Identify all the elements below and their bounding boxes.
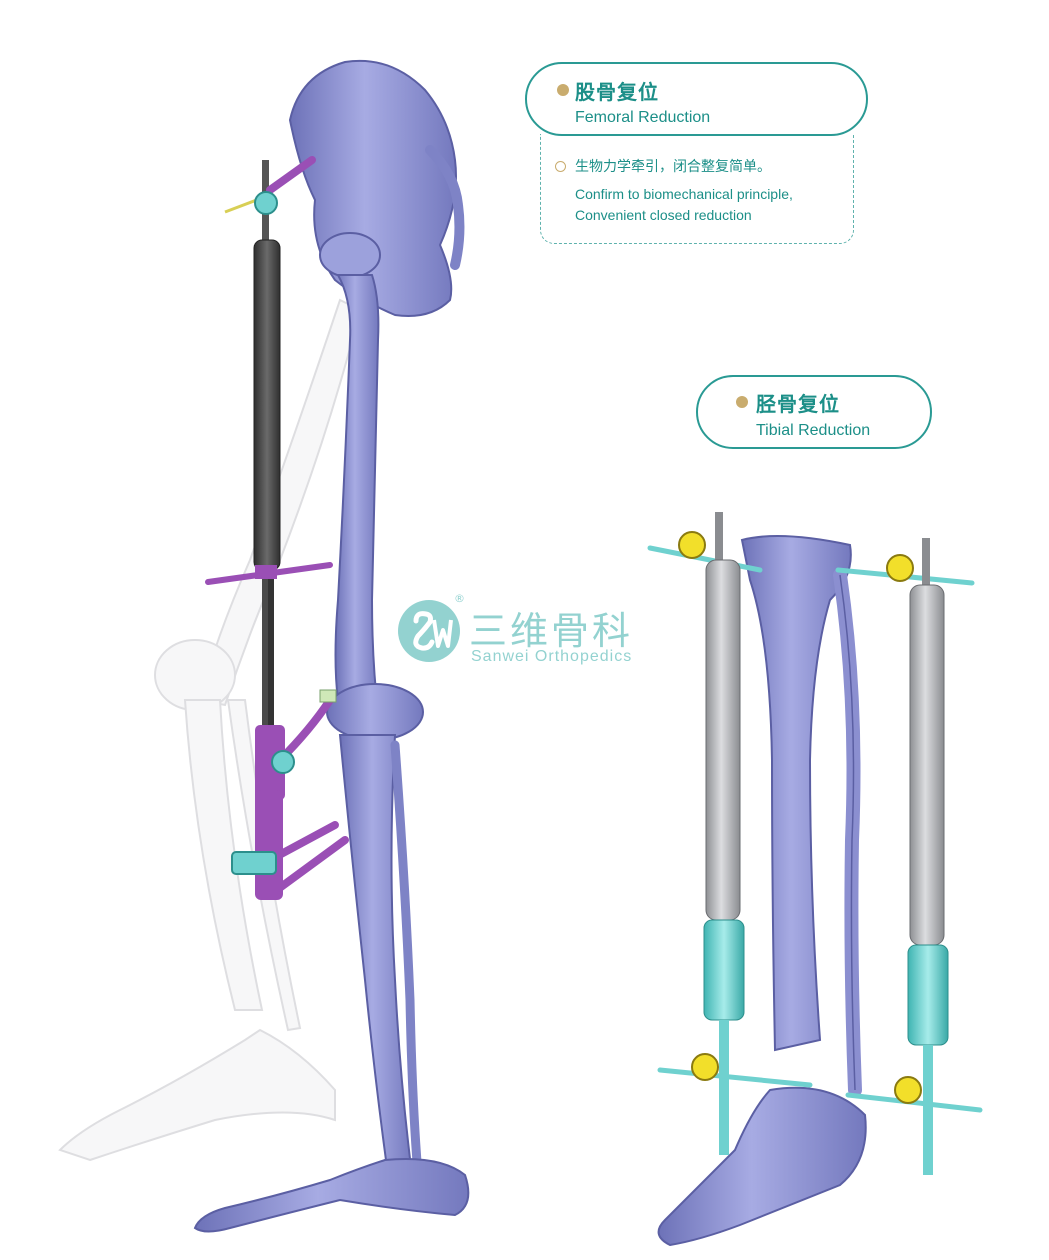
tibial-title-zh: 胫骨复位 xyxy=(756,392,840,416)
tibial-title-en: Tibial Reduction xyxy=(756,422,871,439)
sanwei-logo-icon xyxy=(398,600,460,662)
tibia-fibula xyxy=(338,734,423,1180)
foot xyxy=(193,1158,470,1233)
pelvis xyxy=(288,59,465,317)
bullet-dot-icon xyxy=(557,84,569,96)
bullet-dot-icon xyxy=(736,396,748,408)
sanwei-watermark: ® 三维骨科 Sanwei Orthopedics xyxy=(396,592,676,672)
femoral-reduction-label: 股骨复位 Femoral Reduction xyxy=(525,62,868,136)
femoral-desc-zh: 生物力学牵引，闭合整复简单。 xyxy=(575,159,771,175)
tibia-right xyxy=(740,535,862,1097)
femoral-desc-en-line2: Convenient closed reduction xyxy=(575,207,752,223)
tibial-fixator-left xyxy=(647,512,813,1155)
femoral-desc-en: Confirm to biomechanical principle, Conv… xyxy=(575,184,793,226)
tibial-reduction-label: 胫骨复位 Tibial Reduction xyxy=(696,375,932,449)
tibial-fixator-right xyxy=(835,538,983,1175)
femoral-title-en: Femoral Reduction xyxy=(575,109,711,126)
foot-right xyxy=(657,1086,867,1247)
watermark-name-en: Sanwei Orthopedics xyxy=(471,648,633,665)
bullet-ring-icon xyxy=(555,161,566,172)
femoral-fixator xyxy=(205,156,349,900)
watermark-name-zh: 三维骨科 xyxy=(469,609,634,653)
femoral-description-box: 生物力学牵引，闭合整复简单。 Confirm to biomechanical … xyxy=(540,134,854,244)
femoral-title-zh: 股骨复位 xyxy=(575,80,659,104)
femoral-desc-en-line1: Confirm to biomechanical principle, xyxy=(575,186,793,202)
registered-mark: ® xyxy=(454,592,465,605)
ghost-leg xyxy=(58,298,362,1162)
